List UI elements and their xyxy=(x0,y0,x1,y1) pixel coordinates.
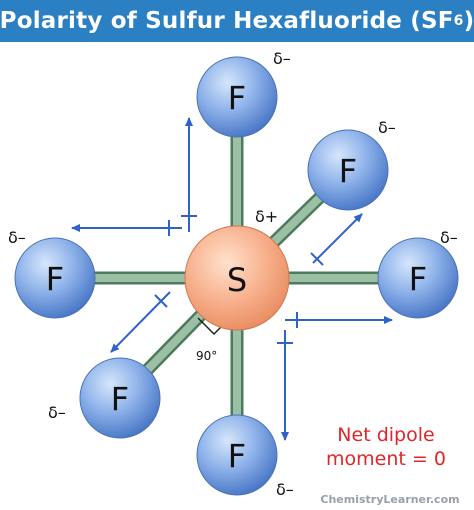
charge-label-upper-right: δ– xyxy=(378,118,396,137)
dipole-arrows xyxy=(71,117,393,441)
fluorine-atom-upper-right: F xyxy=(307,129,389,211)
dipole-arrow-lower-left xyxy=(110,291,171,353)
dipole-arrow-right xyxy=(285,312,393,328)
charge-label-top: δ– xyxy=(273,49,291,68)
dipole-arrow-left xyxy=(71,220,182,236)
title-suffix: ) xyxy=(463,8,474,34)
charge-label-bottom: δ– xyxy=(276,480,294,499)
atom-symbol: S xyxy=(227,261,247,299)
title-subscript: 6 xyxy=(453,13,464,29)
fluorine-atom-top: F xyxy=(196,56,278,138)
fluorine-atom-left: F xyxy=(14,237,96,319)
fluorine-atom-lower-left: F xyxy=(79,357,161,439)
title-text: Polarity of Sulfur Hexafluoride (SF xyxy=(0,8,454,34)
atom-symbol: F xyxy=(46,260,64,298)
note-line-1: Net dipole xyxy=(337,424,434,446)
dipole-arrow-top xyxy=(181,117,197,232)
note-line-2: moment = 0 xyxy=(326,448,446,470)
watermark: ChemistryLearner.com xyxy=(320,493,459,506)
sulfur-atom: S xyxy=(184,225,290,331)
fluorine-atom-right: F xyxy=(377,237,459,319)
atom-symbol: F xyxy=(339,152,357,190)
dipole-arrow-bottom xyxy=(277,330,293,441)
fluorine-atom-bottom: F xyxy=(196,414,278,496)
atom-symbol: F xyxy=(409,260,427,298)
dipole-arrow-upper-right xyxy=(310,213,363,266)
charge-label-sulfur: δ+ xyxy=(255,207,278,226)
charge-label-left: δ– xyxy=(8,228,26,247)
charge-label-right: δ– xyxy=(440,228,458,247)
charge-label-lower-left: δ– xyxy=(48,403,66,422)
atom-symbol: F xyxy=(228,79,246,117)
atom-symbol: F xyxy=(111,380,129,418)
angle-label: 90° xyxy=(196,349,217,363)
atom-symbol: F xyxy=(228,437,246,475)
sf6-diagram: 90° F F xyxy=(8,49,460,506)
